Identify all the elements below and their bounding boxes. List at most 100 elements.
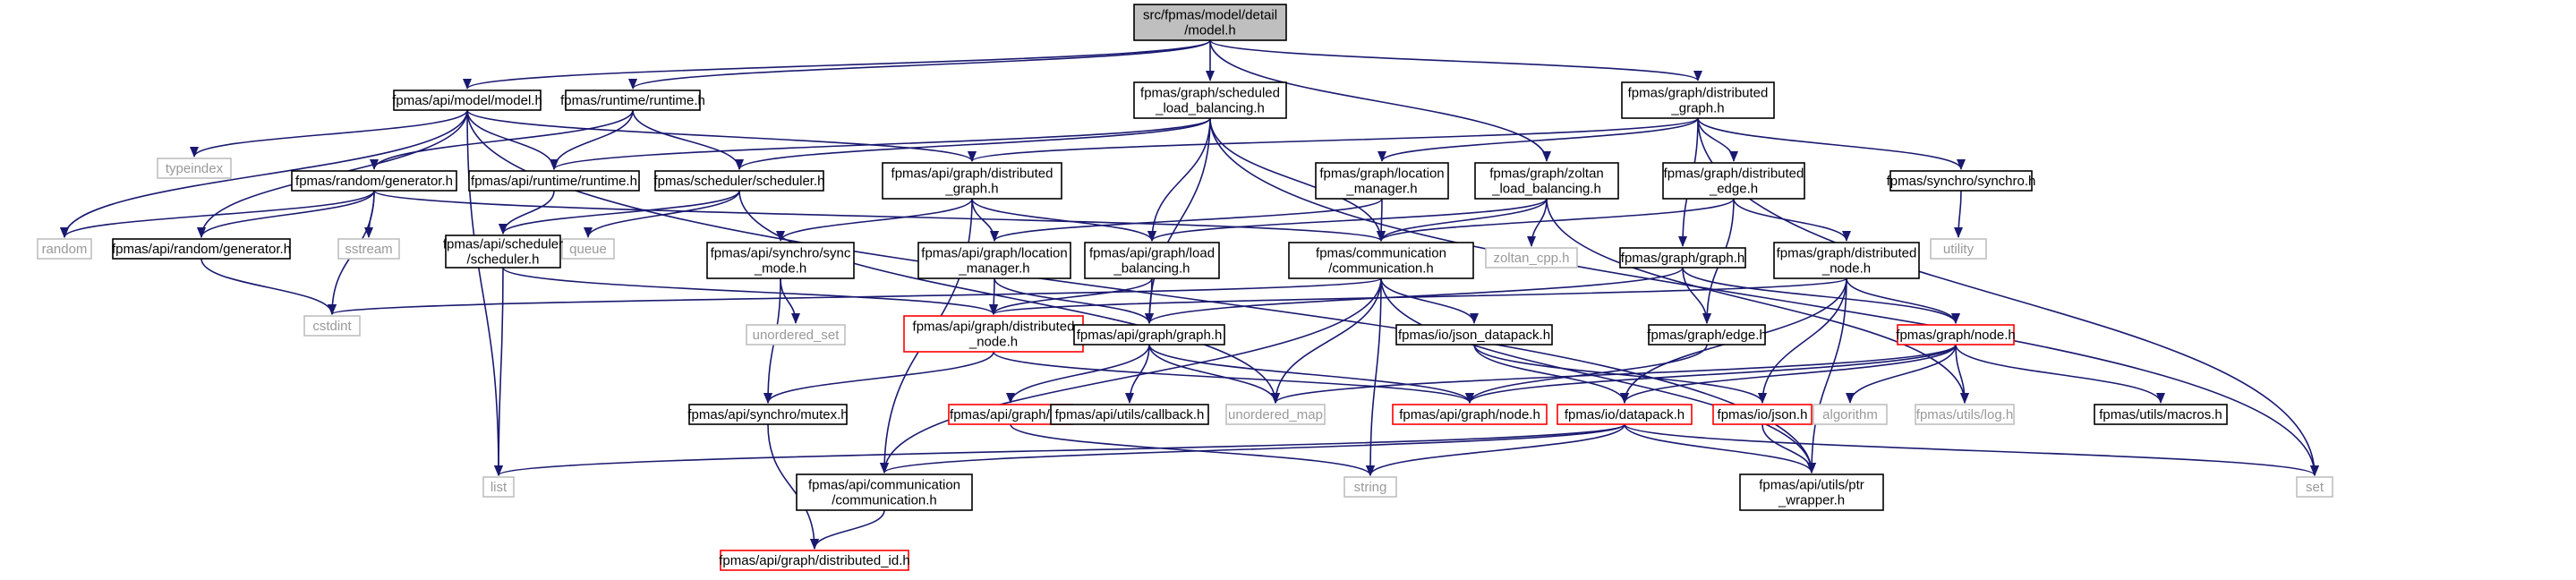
node-label: fpmas/api/graph/distributed [891,166,1053,182]
edge-zoltan_lb-to-utils_log [1546,198,1969,404]
node-label: fpmas/api/communication [808,478,960,493]
node-box [1930,238,1987,260]
node-box [337,238,400,260]
node-box [1474,162,1619,200]
node-location_mgr[interactable]: fpmas/graph/location_manager.h [1315,162,1449,200]
node-label: _wrapper.h [1778,493,1845,508]
node-api_dist_graph[interactable]: fpmas/api/graph/distributed_graph.h [882,162,1062,200]
node-api_runtime[interactable]: fpmas/api/runtime/runtime.h [468,170,640,192]
node-api_id[interactable]: fpmas/api/graph/id.h [948,404,1073,425]
node-graph_edge[interactable]: fpmas/graph/edge.h [1647,324,1767,345]
node-label: unordered_map [1228,407,1323,422]
node-label: fpmas/utils/macros.h [2099,407,2222,422]
node-algorithm: algorithm [1813,404,1888,425]
node-label: fpmas/graph/zoltan [1489,166,1604,182]
edge-zoltan_lb-to-api_comm [1377,198,1548,242]
node-label: fpmas/api/runtime/runtime.h [471,174,637,189]
node-api_dist_id[interactable]: fpmas/api/graph/distributed_id.h [719,550,910,571]
node-random_gen[interactable]: fpmas/random/generator.h [291,170,457,192]
node-graph_node[interactable]: fpmas/graph/node.h [1896,324,2016,345]
node-label: fpmas/graph/distributed [1777,246,1917,261]
edge-graph_node-to-utils_macros [1955,344,2165,404]
node-graph_dist_node[interactable]: fpmas/graph/distributed_node.h [1773,242,1920,279]
node-box [2296,476,2333,498]
edge-api_scheduler-to-list [494,267,504,476]
node-box [796,473,973,511]
edge-graph_dist_node-to-graph_node [1846,277,1960,324]
node-label: fpmas/api/model/model.h [392,93,542,108]
node-api_dist_node[interactable]: fpmas/api/graph/distributed_node.h [903,315,1084,353]
node-api_node[interactable]: fpmas/api/graph/node.h [1392,404,1548,425]
node-unordered_set: unordered_set [746,324,846,345]
node-ptr_wrapper[interactable]: fpmas/api/utils/ptr_wrapper.h [1739,473,1884,511]
node-dist_graph[interactable]: fpmas/graph/distributed_graph.h [1621,81,1775,119]
edge-sched_lb-to-api_lb [1147,117,1211,242]
node-api_comm[interactable]: fpmas/communication/communication.h [1288,242,1474,279]
node-label: cstdint [312,319,352,334]
node-zoltan_lb[interactable]: fpmas/graph/zoltan_load_balancing.h [1474,162,1619,200]
node-label: fpmas/api/utils/ptr [1759,478,1864,493]
node-api_callback[interactable]: fpmas/api/utils/callback.h [1050,404,1209,425]
node-box [565,90,701,111]
node-api_sync_mode[interactable]: fpmas/api/synchro/sync_mode.h [706,242,855,279]
node-box [468,170,640,192]
edge-location_mgr-to-api_location_mgr [990,198,1383,242]
edge-api_id-to-string [1010,423,1375,476]
node-label: fpmas/graph/graph.h [1621,251,1744,266]
edge-scheduler-to-queue [584,190,740,238]
node-box [1133,4,1287,41]
edge-graph_dist_node-to-api_dist_node [989,277,1847,315]
node-box [157,158,232,179]
node-sched_lb[interactable]: fpmas/graph/scheduled_load_balancing.h [1133,81,1287,119]
node-api_scheduler[interactable]: fpmas/api/scheduler/scheduler.h [443,235,563,269]
node-io_datapack[interactable]: fpmas/io/datapack.h [1557,404,1693,425]
node-label: fpmas/graph/location [1319,166,1444,182]
node-api_graph[interactable]: fpmas/api/graph/graph.h [1073,324,1225,345]
node-api_location_mgr[interactable]: fpmas/api/graph/location_manager.h [917,242,1071,279]
node-label: fpmas/scheduler/scheduler.h [654,174,825,189]
node-api_lb[interactable]: fpmas/api/graph/load_balancing.h [1084,242,1220,279]
edge-graph_node-to-utils_log [1955,344,1969,404]
node-label: fpmas/graph/distributed [1628,86,1769,101]
node-box [482,476,515,498]
edge-graph_node-to-algorithm [1846,344,1957,404]
node-box [720,550,909,571]
edge-root-to-api_model [463,39,1211,90]
node-synchro[interactable]: fpmas/synchro/synchro.h [1887,170,2036,192]
node-box [1621,81,1775,119]
node-label: fpmas/io/json.h [1718,407,1808,422]
node-api_random_gen[interactable]: fpmas/api/random/generator.h [112,238,291,260]
edge-io_datapack-to-set [1624,423,2319,476]
node-label: fpmas/api/graph/id.h [950,407,1071,422]
edge-api_location_mgr-to-api_graph [994,277,1154,324]
node-label: fpmas/api/graph/graph.h [1077,328,1223,343]
edge-random_gen-to-api_random_gen [197,190,375,238]
node-box [688,404,848,425]
node-box [1225,404,1326,425]
node-root[interactable]: src/fpmas/model/detail/model.h [1133,4,1287,41]
node-api_model[interactable]: fpmas/api/model/model.h [392,90,542,111]
edge-graph_node-to-api_node [1465,344,1957,404]
node-scheduler[interactable]: fpmas/scheduler/scheduler.h [654,170,825,192]
node-label: fpmas/api/utils/callback.h [1055,407,1205,422]
node-box [1557,404,1693,425]
node-dist_edge[interactable]: fpmas/graph/distributed_edge.h [1662,162,1805,200]
node-io_json[interactable]: fpmas/io/json.h [1712,404,1813,425]
node-runtime[interactable]: fpmas/runtime/runtime.h [560,90,705,111]
node-label: fpmas/graph/node.h [1896,328,2015,343]
node-utils_macros[interactable]: fpmas/utils/macros.h [2094,404,2228,425]
node-box [654,170,824,192]
node-graph_graph[interactable]: fpmas/graph/graph.h [1619,247,1746,269]
edge-api_graph-to-api_callback [1125,344,1150,404]
edge-random_gen-to-api_comm [373,190,1386,242]
edge-api_graph-to-unordered_map [1148,344,1280,404]
edge-api_comm-to-ptr_wrapper [1380,277,1816,473]
edge-graph_graph-to-api_graph [1145,267,1684,324]
node-box [1315,162,1449,200]
node-json_datapack[interactable]: fpmas/io/json_datapack.h [1395,324,1553,345]
node-label: src/fpmas/model/detail [1143,8,1277,23]
node-box [706,242,855,279]
node-api_comm_comm[interactable]: fpmas/api/communication/communication.h [796,473,973,511]
node-api_mutex[interactable]: fpmas/api/synchro/mutex.h [687,404,849,425]
